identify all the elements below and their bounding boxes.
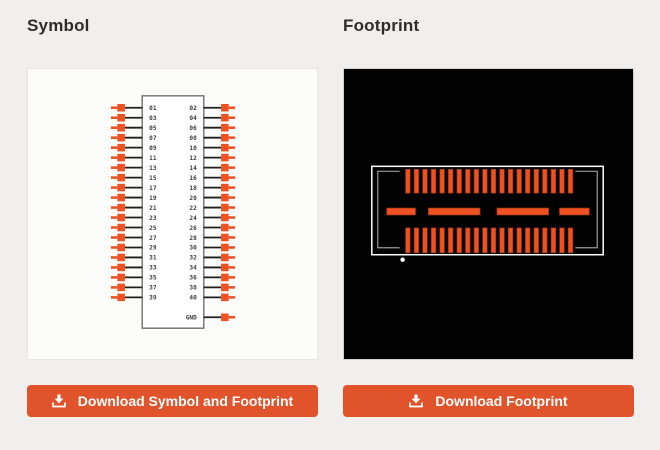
svg-text:40: 40 (189, 295, 197, 302)
svg-text:03: 03 (149, 115, 157, 122)
svg-text:12: 12 (189, 155, 197, 162)
svg-text:38: 38 (189, 285, 197, 292)
svg-text:30: 30 (189, 245, 197, 252)
footprint-diagram (344, 69, 633, 359)
svg-text:26: 26 (189, 225, 197, 232)
svg-text:39: 39 (149, 295, 157, 302)
svg-text:04: 04 (189, 115, 197, 122)
svg-text:08: 08 (189, 135, 197, 142)
svg-text:20: 20 (189, 195, 197, 202)
svg-text:11: 11 (149, 155, 157, 162)
download-footprint-label: Download Footprint (435, 393, 568, 409)
svg-text:13: 13 (149, 165, 157, 172)
download-icon (51, 394, 66, 408)
svg-text:18: 18 (189, 185, 197, 192)
footprint-heading: Footprint (343, 16, 420, 35)
svg-text:01: 01 (149, 105, 157, 112)
svg-text:25: 25 (149, 225, 157, 232)
svg-text:19: 19 (149, 195, 157, 202)
svg-text:34: 34 (189, 265, 197, 272)
svg-text:16: 16 (189, 175, 197, 182)
svg-text:29: 29 (149, 245, 157, 252)
svg-text:17: 17 (149, 185, 157, 192)
svg-text:06: 06 (189, 125, 197, 132)
svg-text:21: 21 (149, 205, 157, 212)
svg-text:35: 35 (149, 275, 157, 282)
svg-text:14: 14 (189, 165, 197, 172)
footprint-preview (343, 68, 634, 360)
svg-text:28: 28 (189, 235, 197, 242)
svg-text:22: 22 (189, 205, 197, 212)
svg-text:10: 10 (189, 145, 197, 152)
download-symbol-and-footprint-label: Download Symbol and Footprint (77, 393, 294, 409)
svg-text:32: 32 (189, 255, 197, 262)
download-symbol-and-footprint-button[interactable]: Download Symbol and Footprint (27, 385, 318, 417)
svg-text:02: 02 (189, 105, 197, 112)
svg-text:GND: GND (186, 315, 197, 322)
svg-text:05: 05 (149, 125, 157, 132)
svg-text:15: 15 (149, 175, 157, 182)
svg-text:33: 33 (149, 265, 157, 272)
svg-text:37: 37 (149, 285, 157, 292)
download-footprint-button[interactable]: Download Footprint (343, 385, 634, 417)
download-icon (409, 394, 424, 408)
symbol-preview: 01 03 05 07 09 11 13 15 17 19 21 23 25 27 29 31 33 35 37 39… (27, 68, 318, 360)
symbol-heading: Symbol (27, 16, 90, 35)
svg-text:27: 27 (149, 235, 157, 242)
svg-text:31: 31 (149, 255, 157, 262)
symbol-schematic: 01 03 05 07 09 11 13 15 17 19 21 23 25 27 29 31 33 35 37 39… (110, 95, 236, 329)
svg-text:24: 24 (189, 215, 197, 222)
svg-text:36: 36 (189, 275, 197, 282)
svg-text:23: 23 (149, 215, 157, 222)
svg-text:09: 09 (149, 145, 157, 152)
svg-text:07: 07 (149, 135, 157, 142)
